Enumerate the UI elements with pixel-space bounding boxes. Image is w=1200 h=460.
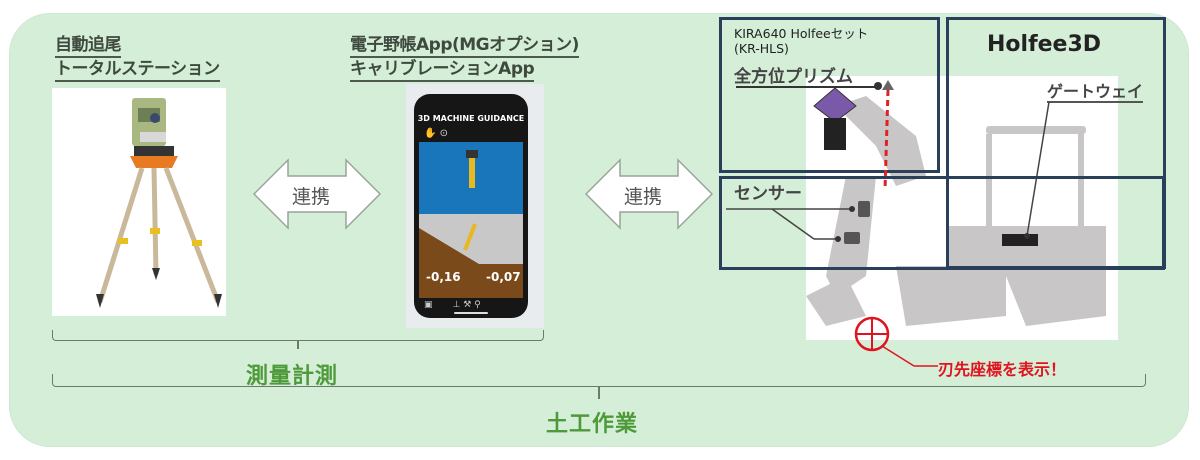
survey-bracket — [52, 330, 544, 341]
total-station-title-line1: 自動追尾 — [55, 34, 122, 58]
total-station-title: 自動追尾 トータルステーション — [55, 34, 220, 82]
earthwork-bracket-tick — [598, 387, 600, 399]
crosshair-icon — [854, 316, 938, 367]
prism-label: 全方位プリズム — [734, 67, 853, 87]
total-station-image — [52, 88, 226, 316]
link-arrow-right: 連携 — [584, 156, 714, 232]
phone-frame: 3D MACHINE GUIDANCE ✋ ⊙ -0,16 -0,07 ▣ ⊥ … — [414, 94, 528, 318]
link-label: 連携 — [624, 186, 663, 208]
prism-box-line1: KIRA640 Holfeeセット — [734, 26, 869, 41]
app-bottom-nav-icons: ▣ ⊥ ⚒ ⚲ — [424, 300, 481, 310]
app-value-left: -0,16 — [426, 270, 461, 284]
survey-label: 測量計測 — [246, 364, 339, 389]
link-arrow-left: 連携 — [252, 156, 382, 232]
prism-box: KIRA640 Holfeeセット (KR-HLS) 全方位プリズム — [719, 17, 940, 190]
gateway-leader-line — [1024, 101, 1050, 239]
earthwork-bracket — [52, 374, 1146, 387]
phone-image: 3D MACHINE GUIDANCE ✋ ⊙ -0,16 -0,07 ▣ ⊥ … — [406, 84, 544, 328]
blade-tip-label: 刃先座標を表示！ — [938, 360, 1067, 379]
pole-icon — [882, 80, 894, 190]
holfee3d-title: Holfee3D — [987, 32, 1102, 57]
tripod-total-station-icon — [96, 98, 222, 308]
gateway-label: ゲートウェイ — [1047, 82, 1144, 101]
sensor-label: センサー — [734, 184, 802, 204]
survey-bracket-tick — [297, 341, 299, 349]
app-title-line2: キャリブレーションApp — [350, 58, 535, 82]
double-arrow-icon — [584, 158, 714, 230]
link-label: 連携 — [292, 186, 331, 208]
prism-box-line2: (KR-HLS) — [734, 41, 789, 56]
sensor-box: センサー — [719, 176, 1165, 270]
app-toolbar-icons: ✋ ⊙ — [424, 128, 449, 139]
app-title: 電子野帳App(MGオプション) キャリブレーションApp — [350, 34, 579, 82]
app-top-view — [419, 142, 523, 214]
prism-box-model: KIRA640 Holfeeセット (KR-HLS) — [734, 26, 868, 56]
app-screen-header: 3D MACHINE GUIDANCE — [417, 114, 525, 123]
app-side-view — [419, 214, 523, 278]
app-title-line1: 電子野帳App(MGオプション) — [350, 34, 579, 58]
total-station-title-line2: トータルステーション — [55, 58, 220, 82]
prism-icon — [813, 88, 857, 150]
sensor-leader-lines — [726, 201, 870, 244]
app-value-right: -0,07 — [486, 270, 521, 284]
earthwork-label: 土工作業 — [546, 412, 639, 437]
excavator-image — [806, 76, 1118, 340]
double-arrow-icon — [252, 158, 382, 230]
